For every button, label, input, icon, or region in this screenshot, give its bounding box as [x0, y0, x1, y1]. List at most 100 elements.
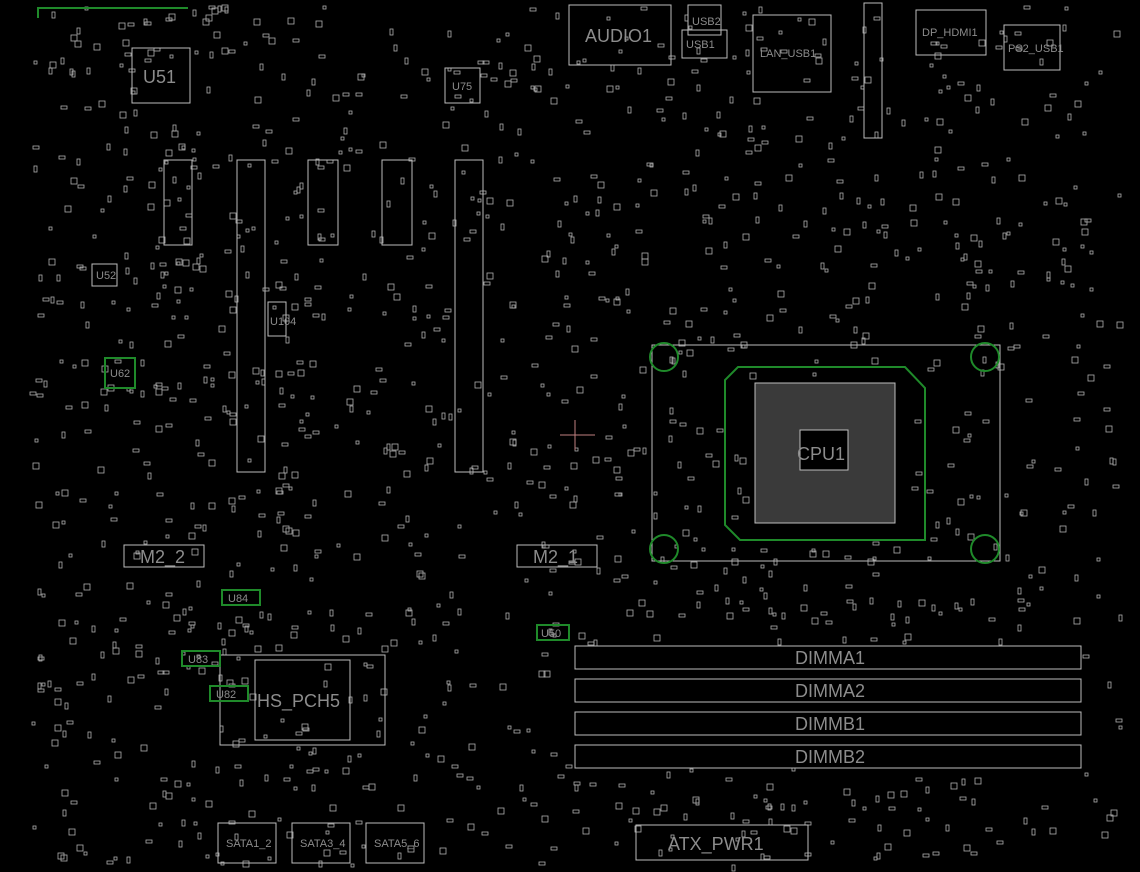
smd-pad	[905, 256, 910, 261]
smd-pad	[486, 272, 494, 280]
u75-label: U75	[452, 81, 472, 93]
smd-pad	[186, 185, 191, 190]
smd-pad	[311, 784, 316, 792]
smd-pad	[206, 86, 211, 94]
smd-pad	[1116, 321, 1124, 329]
smd-pad	[217, 622, 222, 630]
smd-pad	[280, 718, 285, 723]
smd-pad	[342, 92, 350, 97]
smd-pad	[966, 292, 971, 300]
smd-pad	[414, 552, 422, 557]
smd-pad	[413, 774, 418, 782]
smd-pad	[904, 633, 912, 641]
smd-pad	[513, 729, 521, 734]
smd-pad	[421, 68, 429, 76]
smd-pad	[84, 429, 92, 434]
smd-pad	[947, 463, 955, 468]
cpu-label: CPU1	[797, 444, 845, 464]
smd-pad	[285, 336, 290, 344]
smd-pad	[76, 27, 81, 35]
smd-pad	[58, 561, 63, 569]
smd-pad	[861, 337, 866, 345]
smd-pad	[329, 804, 337, 812]
smd-pad	[126, 856, 131, 864]
smd-pad	[730, 812, 735, 820]
smd-pad	[143, 461, 151, 466]
smd-pad	[573, 195, 578, 203]
smd-pad	[164, 340, 172, 348]
smd-pad	[454, 649, 459, 654]
smd-pad	[991, 176, 996, 184]
smd-pad	[754, 144, 762, 152]
smd-pad	[903, 829, 911, 837]
smd-pad	[742, 496, 750, 504]
u82-part	[209, 685, 249, 702]
smd-pad	[271, 159, 279, 164]
u83-part	[181, 650, 221, 667]
smd-pad	[256, 489, 261, 494]
smd-pad	[129, 341, 134, 349]
smd-pad	[307, 610, 312, 615]
smd-pad	[712, 460, 720, 468]
smd-pad	[710, 336, 715, 344]
smd-pad	[587, 641, 595, 646]
smd-pad	[507, 725, 512, 730]
smd-pad	[836, 179, 844, 184]
smd-pad	[76, 681, 84, 686]
smd-pad	[1006, 231, 1011, 236]
smd-pad	[1002, 232, 1007, 240]
smd-pad	[497, 807, 505, 815]
smd-pad	[806, 116, 814, 121]
smd-pad	[943, 220, 948, 225]
smd-pad	[137, 674, 145, 679]
smd-pad	[998, 638, 1003, 646]
smd-pad	[1093, 798, 1098, 803]
smd-pad	[34, 438, 39, 443]
u51-chip	[131, 47, 191, 104]
smd-pad	[808, 18, 816, 26]
smd-pad	[362, 273, 367, 281]
smd-pad	[642, 447, 647, 455]
smd-pad	[957, 81, 965, 86]
smd-pad	[306, 769, 314, 774]
smd-pad	[376, 730, 381, 738]
smd-pad	[196, 257, 201, 265]
smd-pad	[755, 216, 760, 224]
smd-pad	[404, 342, 412, 347]
u50-label: U50	[541, 628, 561, 640]
slot-small-3	[381, 159, 413, 246]
smd-pad	[670, 565, 678, 570]
m2-2-slot	[123, 544, 205, 568]
smd-pad	[795, 135, 803, 143]
smd-pad	[1084, 81, 1089, 86]
smd-pad	[696, 427, 704, 435]
smd-pad	[766, 783, 774, 791]
smd-pad	[259, 63, 264, 71]
smd-pad	[290, 394, 295, 399]
smd-pad	[312, 430, 320, 435]
cpu-pin-field	[754, 382, 896, 524]
smd-pad	[499, 123, 504, 131]
smd-pad	[165, 534, 170, 539]
smd-pad	[422, 220, 427, 225]
smd-pad	[1042, 334, 1050, 339]
smd-pad	[71, 70, 76, 78]
smd-pad	[318, 237, 326, 242]
smd-pad	[862, 221, 867, 229]
smd-pad	[293, 564, 298, 572]
smd-pad	[572, 549, 577, 554]
smd-pad	[701, 547, 706, 552]
smd-pad	[133, 277, 138, 285]
smd-pad	[868, 282, 876, 290]
smd-pad	[626, 609, 634, 617]
smd-pad	[378, 717, 383, 722]
smd-pad	[955, 242, 960, 250]
smd-pad	[184, 315, 189, 320]
smd-pad	[253, 18, 261, 26]
smd-pad	[590, 374, 598, 379]
smd-pad	[262, 287, 270, 292]
smd-pad	[828, 142, 833, 150]
smd-pad	[1096, 320, 1104, 328]
smd-pad	[988, 269, 993, 274]
